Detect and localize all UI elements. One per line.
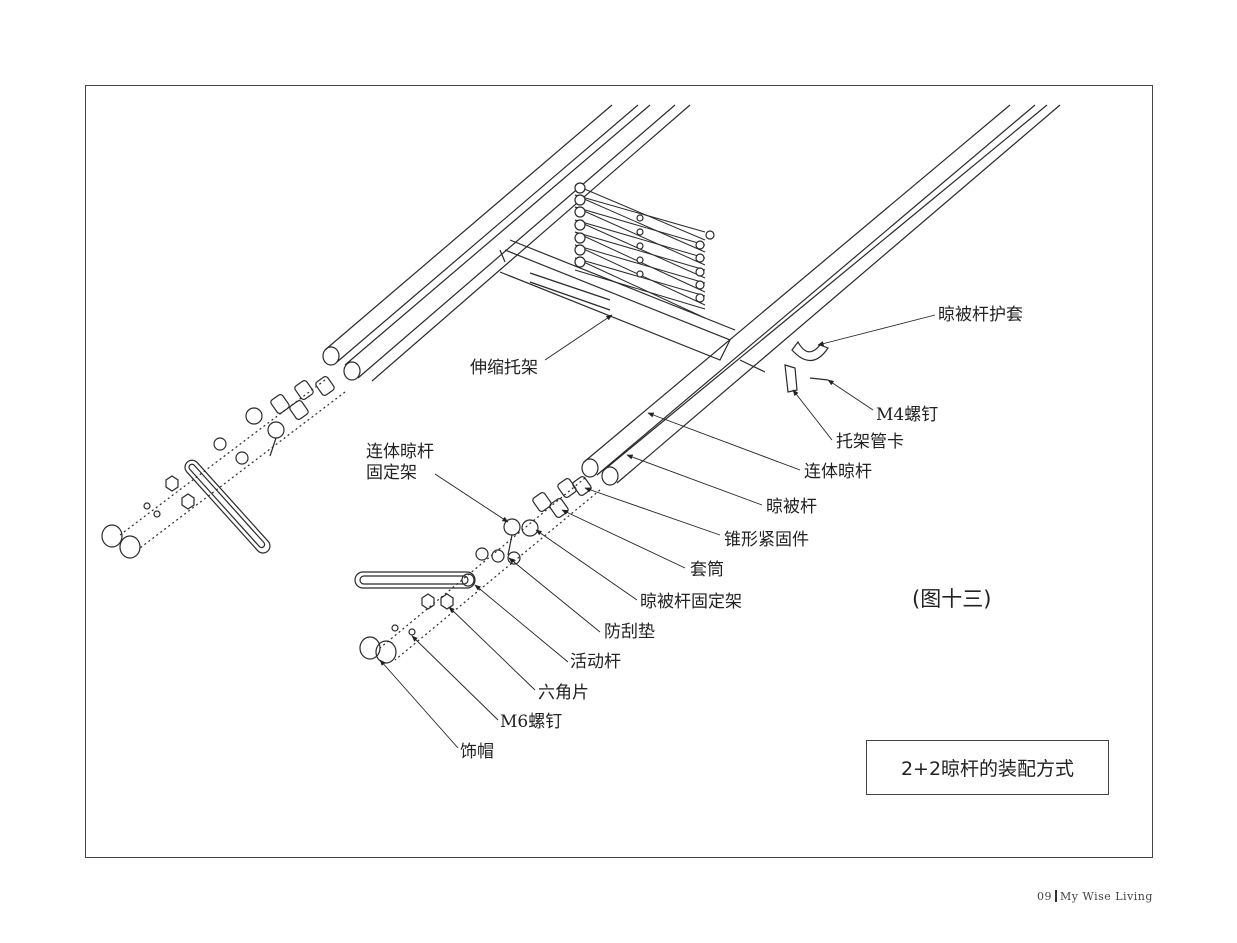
label-m4-screw: M4螺钉 [876,405,939,425]
left-rod-pair [322,104,691,382]
page-number: 09 [1037,890,1052,903]
figure-caption: (图十三) [912,587,992,611]
label-cap: 饰帽 [460,742,494,762]
label-cone-fastener: 锥形紧固件 [724,530,809,550]
right-hardware-stack [354,476,601,664]
label-movable-rod: 活动杆 [570,652,621,672]
right-rod-pair [581,104,1061,486]
sleeve-and-clip [784,340,829,393]
label-hex-piece: 六角片 [538,683,589,703]
label-socket: 套筒 [690,560,724,580]
page-footer: 09 My Wise Living [1037,890,1153,903]
label-quilt-rod: 晾被杆 [766,497,817,517]
title-box: 2+2晾杆的装配方式 [866,740,1109,795]
label-sleeve: 晾被杆护套 [938,305,1023,325]
telescopic-bracket-drawing [499,182,766,373]
label-joined-rod-holder-line2: 固定架 [366,463,417,483]
leader-lines [379,314,936,749]
label-quilt-rod-holder: 晾被杆固定架 [640,592,742,612]
label-m6-screw: M6螺钉 [500,712,563,732]
label-telescopic-bracket: 伸缩托架 [470,358,538,378]
label-bracket-clip: 托架管卡 [836,432,904,452]
diagram-frame [85,85,1153,858]
label-joined-rod: 连体晾杆 [804,462,872,482]
label-scratch-pad: 防刮垫 [604,622,655,642]
footer-divider [1055,890,1057,902]
left-hardware-stack [101,376,346,559]
title-text: 2+2晾杆的装配方式 [900,758,1075,780]
footer-brand: My Wise Living [1060,890,1153,903]
label-joined-rod-holder-line1: 连体晾杆 [366,442,434,462]
